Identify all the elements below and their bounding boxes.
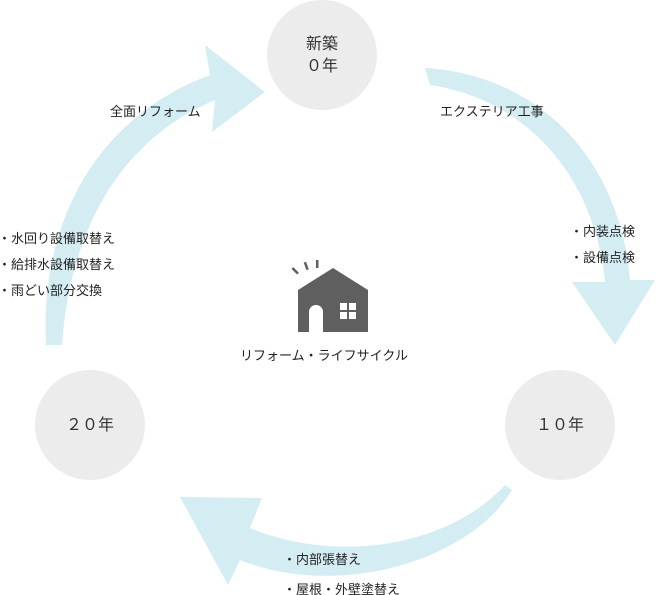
task-item: 屋根・外壁塗替え (283, 576, 400, 595)
task-item: 雨どい部分交換 (0, 279, 115, 305)
twenty-year-tasks: 内部張替え 屋根・外壁塗替え (283, 546, 400, 595)
arrow-top-to-right (425, 68, 655, 345)
ten-year-tasks: 内装点検 設備点検 (570, 220, 635, 272)
task-item: 内装点検 (570, 220, 635, 246)
pre-full-reform-tasks: 水回り設備取替え 給排水設備取替え 雨どい部分交換 (0, 227, 115, 305)
exterior-work-label: エクステリア工事 (440, 105, 544, 120)
task-item: 給排水設備取替え (0, 253, 115, 279)
stage-20-years: ２０年 (35, 370, 145, 480)
arrow-left-to-top (45, 45, 265, 345)
full-reform-label: 全面リフォーム (110, 105, 201, 120)
stage-new-label: 新築 (305, 34, 338, 53)
stage-new-build: 新築 ０年 (267, 0, 377, 110)
task-item: 設備点検 (570, 246, 635, 272)
stage-new-year: ０年 (305, 56, 338, 75)
stage-20-label: ２０年 (65, 415, 114, 434)
arrow-right-to-left (180, 485, 512, 585)
stage-10-label: １０年 (535, 415, 584, 434)
stage-10-years: １０年 (505, 370, 615, 480)
task-item: 水回り設備取替え (0, 227, 115, 253)
task-item: 内部張替え (283, 546, 400, 576)
center-label: リフォーム・ライフサイクル (240, 349, 408, 364)
house-icon (291, 260, 368, 332)
